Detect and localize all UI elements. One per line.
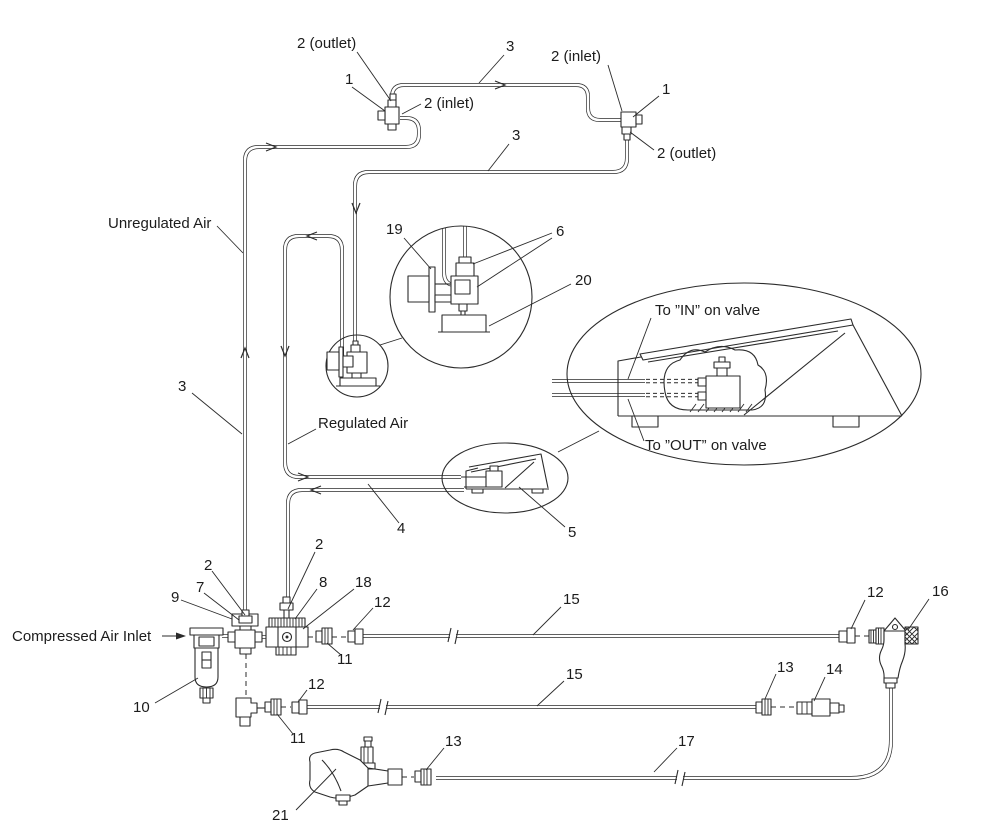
check-valve-left: [377, 93, 400, 131]
callout-12-right: 12: [867, 584, 884, 601]
inlet-arrow: [162, 632, 186, 640]
callout-15-upper: 15: [563, 591, 580, 608]
fitting-2-cross-nut: [238, 615, 253, 624]
fitting-13-tube17: [414, 768, 432, 786]
adapter-12-lower: [291, 699, 308, 715]
callout-10: 10: [133, 699, 150, 716]
valve-base-20: [441, 314, 487, 333]
air-filter-10: [189, 627, 224, 704]
fitting-11-lower: [264, 698, 282, 716]
fitting-2-regulator-nut: [279, 602, 294, 611]
callout-13-tube17: 13: [445, 733, 462, 750]
to-out-valve-label: To ”OUT” on valve: [645, 437, 767, 454]
callout-2-cross: 2: [204, 557, 212, 574]
fitting-6-top: [455, 262, 475, 277]
fitting-12-right: [838, 627, 856, 644]
callout-18: 18: [355, 574, 372, 591]
detail-connector-line: [379, 337, 403, 346]
callout-8: 8: [319, 574, 327, 591]
cross-fitting: [227, 609, 263, 655]
callout-2-inlet-left: 2 (inlet): [424, 95, 474, 112]
angle-tool-21: [309, 736, 403, 806]
fitting-13-tube15: [755, 698, 772, 716]
callout-labels: 2 (outlet) 1 3 2 (inlet) 2 (inlet) 1 2 (…: [133, 35, 949, 824]
blow-gun-16: [868, 617, 919, 689]
fitting-11-upper: [315, 627, 333, 645]
callout-11-lower: 11: [290, 730, 306, 747]
tee-fitting: [235, 697, 265, 727]
tube-break-marks: [377, 627, 686, 787]
valve-detail-circle: [389, 225, 533, 369]
callout-5: 5: [568, 524, 576, 541]
callout-3-top: 3: [506, 38, 514, 55]
callout-15-lower: 15: [566, 666, 583, 683]
compressed-air-inlet-label: Compressed Air Inlet: [12, 628, 152, 645]
callout-leaders: [154, 51, 930, 811]
fitting-2-regulator-cap: [282, 596, 291, 604]
cutaway-outline: [663, 345, 767, 411]
unregulated-air-label: Unregulated Air: [108, 215, 211, 232]
oval-dashed-tubes: [646, 378, 700, 398]
tubing-runs: [220, 83, 893, 787]
regulated-air-label: Regulated Air: [318, 415, 408, 432]
callout-9: 9: [171, 589, 179, 606]
callout-6: 6: [556, 223, 564, 240]
callout-7: 7: [196, 579, 204, 596]
callout-1-left: 1: [345, 71, 353, 88]
callout-3-return: 3: [512, 127, 520, 144]
callout-2-outlet-left: 2 (outlet): [297, 35, 356, 52]
check-valve-right: [620, 111, 643, 141]
callout-21: 21: [272, 807, 289, 824]
callout-19: 19: [386, 221, 403, 238]
valve-small-circle: [325, 334, 403, 398]
foot-pedal-small-circle: [441, 430, 600, 514]
callout-1-right: 1: [662, 81, 670, 98]
flow-text-labels: Unregulated Air Regulated Air Compressed…: [12, 215, 767, 645]
callout-2-outlet-right: 2 (outlet): [657, 145, 716, 162]
tool-head: [309, 748, 369, 799]
callout-16: 16: [932, 583, 949, 600]
callout-20: 20: [575, 272, 592, 289]
callout-12-upper: 12: [374, 594, 391, 611]
adapter-12-upper: [347, 628, 364, 645]
fitting-6-top-cap: [458, 256, 472, 264]
regulator-8: [265, 596, 309, 656]
callout-4: 4: [397, 520, 405, 537]
detail-connector-line: [557, 430, 600, 453]
callout-2-inlet-right: 2 (inlet): [551, 48, 601, 65]
fitting-6-side: [454, 279, 471, 295]
quick-coupler-14: [796, 698, 845, 717]
pedal-internal-valve: [705, 375, 741, 409]
callout-13-tube15: 13: [777, 659, 794, 676]
callout-17: 17: [678, 733, 695, 750]
callout-11-upper: 11: [337, 651, 353, 668]
valve-bracket-plate: [428, 266, 436, 313]
callout-14: 14: [826, 661, 843, 678]
to-in-valve-label: To ”IN” on valve: [655, 302, 760, 319]
valve-left-block: [407, 275, 430, 303]
callout-2-regulator: 2: [315, 536, 323, 553]
foot-pedal-detail-oval: [566, 282, 922, 466]
callout-12-lower: 12: [308, 676, 325, 693]
flow-arrows: [162, 80, 507, 640]
callout-3-riser: 3: [178, 378, 186, 395]
gun-grip: [878, 630, 906, 679]
